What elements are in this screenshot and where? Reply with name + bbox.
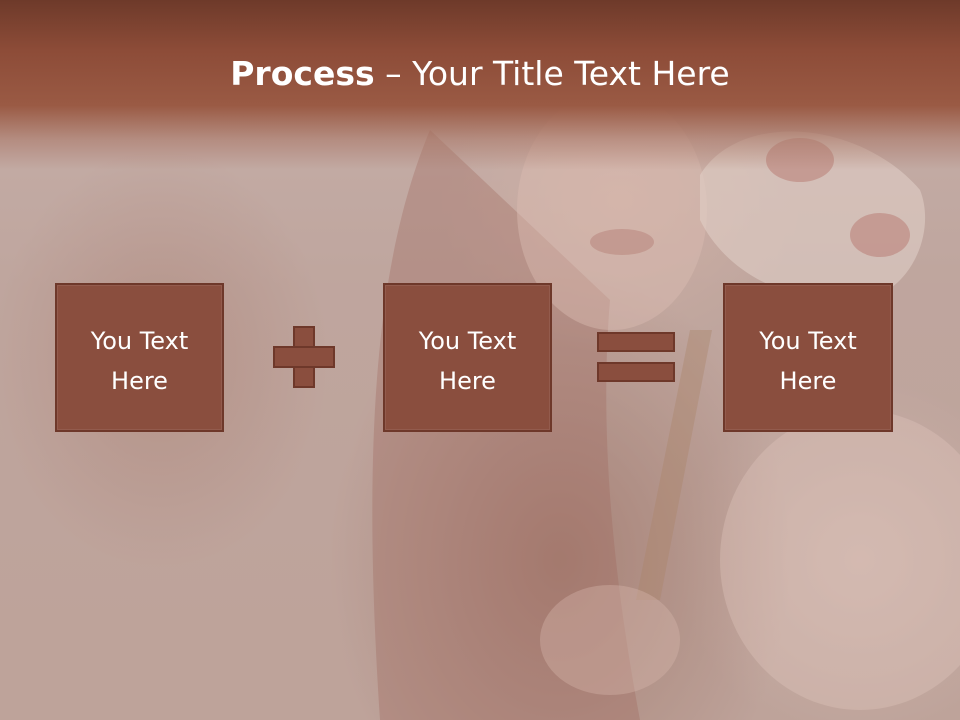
process-box-3[interactable]: You Text Here [723,283,893,432]
process-box-2-text: You Text Here [418,327,517,395]
equals-icon [597,332,675,384]
process-box-1[interactable]: You Text Here [55,283,224,432]
process-box-1-text: You Text Here [90,327,189,395]
plus-icon [273,326,335,388]
process-box-3-text: You Text Here [759,327,857,395]
title-bold: Process [230,54,375,93]
slide-title: Process – Your Title Text Here [0,52,960,96]
title-bar [0,0,960,170]
process-box-2[interactable]: You Text Here [383,283,552,432]
title-rest: – Your Title Text Here [374,54,730,93]
